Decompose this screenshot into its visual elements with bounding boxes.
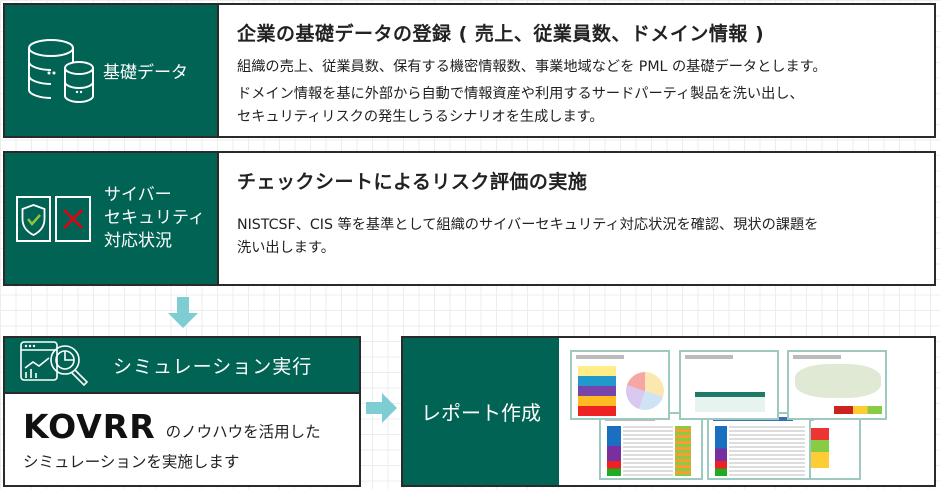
arrow-right-icon — [366, 393, 397, 423]
step-cyber-security-label: サイバー — [104, 185, 172, 205]
simulation-description: のノウハウを活用した — [165, 423, 321, 441]
analytics-magnifier-icon — [20, 341, 89, 387]
description-line: ドメイン情報を基に外部から自動で情報資産や利用するサードパーティ製品を洗い出し、 — [237, 86, 804, 102]
step-cyber-security: サイバー セキュリティ 対応状況 チェックシートによるリスク評価の実施 NIST… — [3, 151, 936, 286]
report-thumbnails — [561, 338, 934, 485]
step-simulation: シミュレーション実行 KOVRR のノウハウを活用した シミュレーションを実施し… — [3, 336, 361, 487]
report-thumbnail — [599, 412, 703, 480]
description-line: セキュリティリスクの発生しうるシナリオを生成します。 — [237, 109, 604, 125]
description-line: NISTCSF、CIS 等を基準として組織のサイバーセキュリティ対応状況を確認、… — [237, 217, 819, 233]
step-report: レポート作成 — [401, 336, 936, 487]
step-cyber-security-label-panel: サイバー セキュリティ 対応状況 — [5, 153, 219, 284]
report-thumbnail — [787, 350, 887, 420]
report-thumbnail — [679, 350, 779, 420]
description-line: 洗い出します。 — [237, 240, 335, 256]
simulation-description: シミュレーションを実施します — [23, 453, 240, 471]
step-basic-data-title: 企業の基礎データの登録 ( 売上、従業員数、ドメイン情報 ) — [237, 23, 765, 45]
database-icon — [28, 38, 94, 103]
description-line: 組織の売上、従業員数、保有する機密情報数、事業地域などを PML の基礎データと… — [237, 59, 827, 75]
step-basic-data-label-panel: 基礎データ — [5, 5, 219, 136]
step-report-label: レポート作成 — [421, 401, 541, 425]
report-thumbnail — [570, 350, 670, 420]
arrow-down-icon — [168, 297, 198, 328]
step-report-label-panel: レポート作成 — [403, 338, 559, 485]
report-thumbnail — [707, 412, 811, 480]
kovrr-logo: KOVRR — [23, 407, 156, 446]
step-cyber-security-title: チェックシートによるリスク評価の実施 — [237, 171, 588, 193]
checklist-icon — [16, 195, 91, 242]
step-simulation-title: シミュレーション実行 — [113, 355, 313, 378]
step-simulation-header: シミュレーション実行 — [5, 338, 359, 394]
step-basic-data-label: 基礎データ — [103, 63, 188, 83]
step-cyber-security-label: セキュリティ — [104, 208, 205, 228]
step-cyber-security-label: 対応状況 — [104, 231, 172, 251]
step-basic-data: 基礎データ 企業の基礎データの登録 ( 売上、従業員数、ドメイン情報 ) 組織の… — [3, 3, 936, 138]
